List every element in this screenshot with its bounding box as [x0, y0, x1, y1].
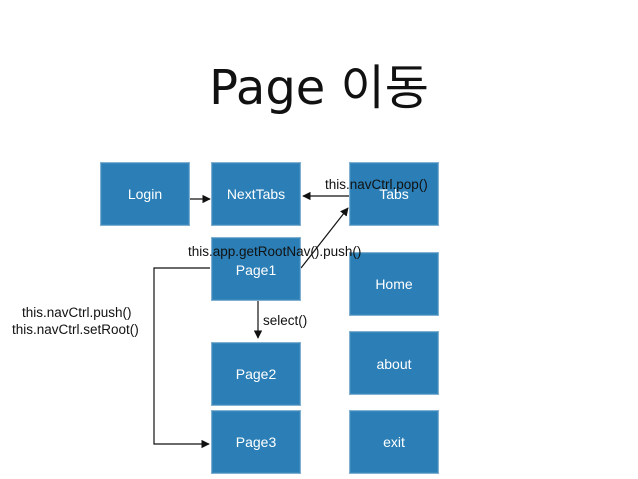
- page1-box-label: Page1: [235, 262, 277, 278]
- login-box: Login: [100, 162, 190, 226]
- label-navctrl-push: this.navCtrl.push(): [22, 305, 132, 320]
- tabs-box: Tabs: [349, 162, 439, 226]
- page3-box: Page3: [211, 410, 301, 474]
- about-box: about: [349, 331, 439, 395]
- nexttabs-box-label: NextTabs: [226, 186, 286, 202]
- page2-box-label: Page2: [235, 366, 277, 382]
- label-getrootnav-push: this.app.getRootNav().push(): [188, 244, 362, 259]
- label-navctrl-setroot: this.navCtrl.setRoot(): [12, 322, 139, 337]
- page3-box-label: Page3: [235, 434, 277, 450]
- arrow-page1-to-tabs: [300, 207, 349, 269]
- about-box-label: about: [376, 356, 412, 372]
- home-box: Home: [349, 252, 439, 316]
- exit-box: exit: [349, 410, 439, 474]
- exit-box-label: exit: [383, 434, 405, 450]
- nexttabs-box: NextTabs: [211, 162, 301, 226]
- page1-box: Page1: [211, 237, 301, 301]
- label-navctrl-pop: this.navCtrl.pop(): [325, 177, 428, 192]
- bracket-page1-to-page3: [153, 267, 210, 449]
- login-box-label: Login: [127, 186, 163, 202]
- tabs-box-label: Tabs: [379, 186, 409, 202]
- page-title: Page 이동: [209, 60, 429, 116]
- home-box-label: Home: [375, 276, 413, 292]
- label-select: select(): [263, 313, 308, 328]
- page2-box: Page2: [211, 342, 301, 406]
